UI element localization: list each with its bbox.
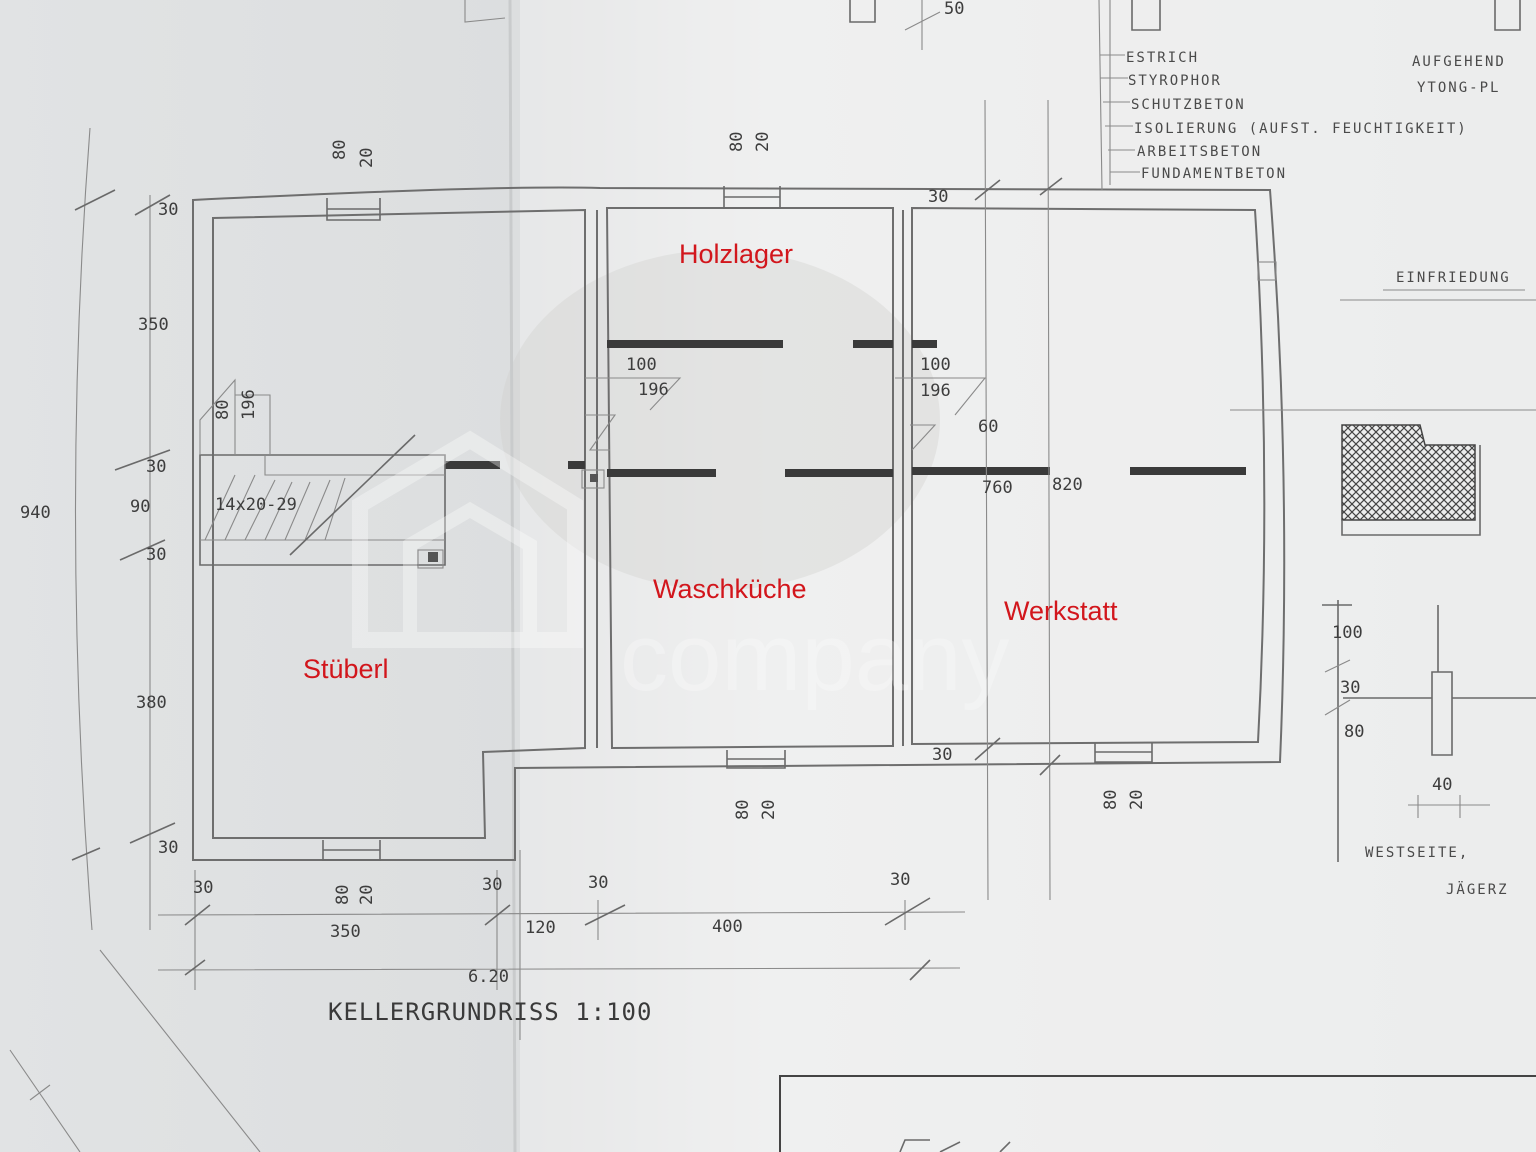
paper-right-sheet	[520, 0, 1536, 1152]
layer-estrich: ESTRICH	[1126, 50, 1199, 66]
dim-196-b: 196	[920, 381, 951, 401]
dim-100-a: 100	[626, 355, 657, 375]
bottom-dim-ticks	[194, 850, 906, 1040]
dim-80-fence: 80	[1344, 722, 1364, 742]
note-ytong: YTONG-PL	[1417, 80, 1500, 96]
note-aufgehend: AUFGEHEND	[1412, 54, 1506, 70]
watermark-logo	[352, 430, 583, 648]
dim-40-fence: 40	[1432, 775, 1452, 795]
dim-20-b: 20	[753, 132, 773, 152]
paper-shadow	[500, 250, 940, 590]
dim-30-d: 30	[146, 545, 166, 565]
dim-20-e: 20	[357, 885, 377, 905]
door-swing-1	[585, 377, 682, 451]
top-left-fragment	[464, 0, 506, 23]
right-room-inner-wall	[911, 206, 1266, 746]
dim-80-e: 80	[333, 885, 353, 905]
hatched-section	[1341, 424, 1481, 536]
stair-label: 14x20-29	[215, 495, 297, 515]
room-label-werkstatt: Werkstatt	[1004, 596, 1118, 626]
title-block-box	[779, 1075, 1536, 1152]
middle-room-inner-wall	[605, 207, 894, 750]
dim-80-b: 80	[727, 132, 747, 152]
dim-80-a: 80	[330, 140, 350, 160]
top-wall-fragment	[849, 0, 876, 23]
left-dim-lines	[74, 127, 151, 931]
layer-schutzbeton: SCHUTZBETON	[1131, 97, 1246, 113]
dim-80-d: 80	[1101, 790, 1121, 810]
paper-fold	[508, 0, 517, 1152]
dim-80-c: 80	[733, 800, 753, 820]
room-label-waschkueche: Waschküche	[653, 574, 807, 604]
bottom-left-lines	[9, 949, 261, 1152]
section-lines	[984, 0, 1103, 901]
door-swing-2	[895, 377, 987, 451]
dim-60: 60	[978, 417, 998, 437]
dim-20-d: 20	[1127, 790, 1147, 810]
room-label-stueberl: Stüberl	[303, 654, 389, 684]
chimney-small	[581, 469, 605, 489]
dim-20-c: 20	[759, 800, 779, 820]
dim-30-e: 30	[158, 838, 178, 858]
dim-30-j: 30	[890, 870, 910, 890]
chimney-right	[1257, 261, 1277, 281]
layer-styrophor: STYROPHOR	[1128, 73, 1222, 89]
dim-820: 820	[1052, 475, 1083, 495]
chimney-fill	[590, 474, 598, 482]
dim-tick-marks	[71, 177, 1063, 981]
note-jaegerz: JÄGERZ	[1446, 880, 1509, 898]
watermark-text: company	[620, 604, 1010, 711]
layer-isolierung: ISOLIERUNG (AUFST. FEUCHTIGKEIT)	[1134, 121, 1468, 137]
bottom-dim-lines	[157, 911, 966, 971]
room-label-holzlager: Holzlager	[679, 239, 793, 269]
plan-title: KELLERGRUNDRISS 1:100	[328, 998, 652, 1026]
dim-620: 6.20	[468, 967, 509, 987]
dim-196-a: 196	[638, 380, 669, 400]
dim-100-b: 100	[920, 355, 951, 375]
dim-30-c: 30	[146, 457, 166, 477]
dim-380: 380	[136, 693, 167, 713]
title-block-fragment	[899, 1139, 1011, 1152]
dim-30-h: 30	[482, 875, 502, 895]
note-einfriedung: EINFRIEDUNG	[1396, 270, 1511, 286]
layer-arbeitsbeton: ARBEITSBETON	[1137, 144, 1262, 160]
right-guide-lines	[1230, 299, 1536, 411]
dim-30-f: 30	[932, 745, 952, 765]
dim-940: 940	[20, 503, 51, 523]
note-westseite: WESTSEITE,	[1365, 845, 1469, 861]
layer-legend	[1100, 0, 1521, 185]
dim-760: 760	[982, 478, 1013, 498]
dim-120: 120	[525, 918, 556, 938]
dim-30-a: 30	[158, 200, 178, 220]
dim-50-top: 50	[944, 0, 964, 19]
dim-100-fence: 100	[1332, 623, 1363, 643]
dim-30-g: 30	[193, 878, 213, 898]
dim-30-fence: 30	[1340, 678, 1360, 698]
dim-350-a: 350	[138, 315, 169, 335]
dim-80-stair: 80	[213, 400, 233, 420]
dim-30-b: 30	[928, 187, 948, 207]
dim-30-i: 30	[588, 873, 608, 893]
dim-350-b: 350	[330, 922, 361, 942]
window-marks	[322, 186, 1153, 861]
top-dim-tick	[904, 0, 941, 50]
dim-20-a: 20	[357, 148, 377, 168]
dim-400: 400	[712, 917, 743, 937]
staircase	[199, 378, 446, 569]
dim-196-stair: 196	[239, 389, 259, 420]
fence-detail	[1322, 600, 1536, 862]
stueberl-inner-wall	[212, 208, 586, 839]
dim-90: 90	[130, 497, 150, 517]
layer-fundamentbeton: FUNDAMENTBETON	[1141, 166, 1287, 182]
outer-wall	[192, 186, 1286, 861]
